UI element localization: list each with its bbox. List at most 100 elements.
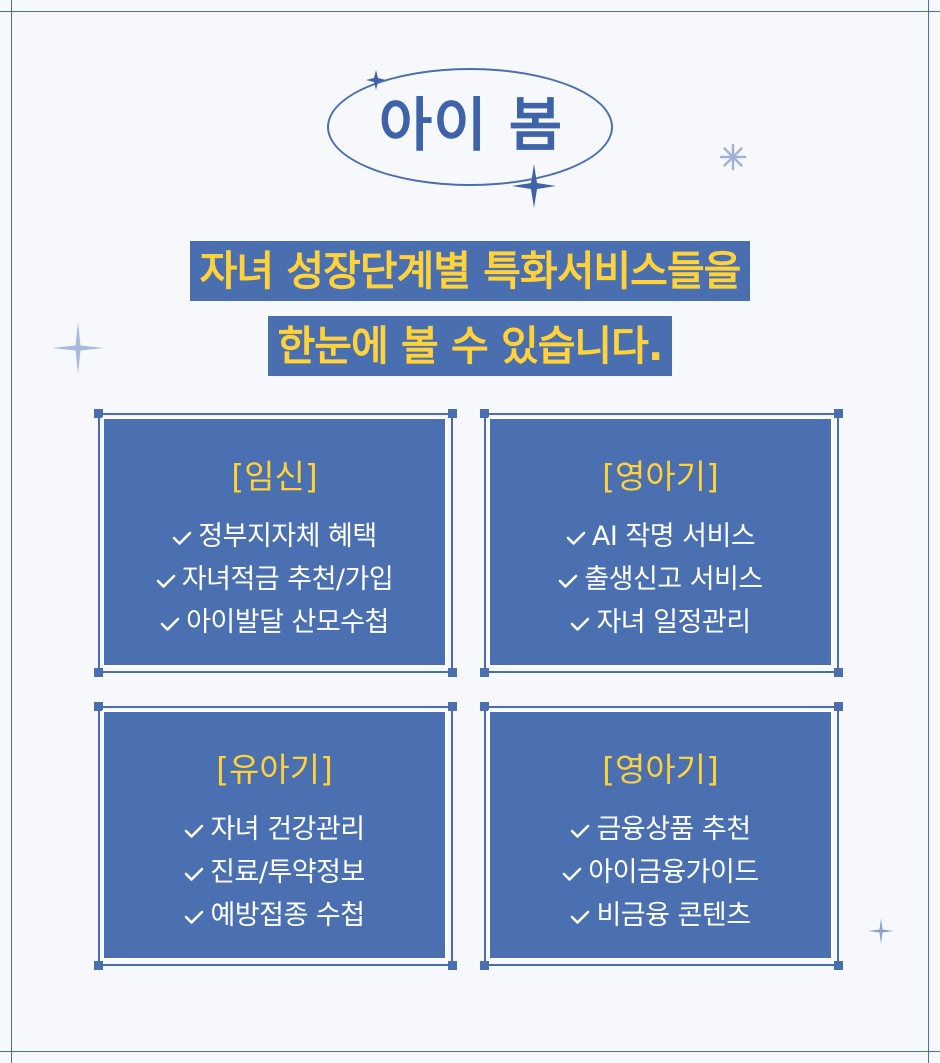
frame-line-bottom (0, 1051, 940, 1052)
corner-square (448, 702, 457, 711)
service-card-toddler: [유아기] 자녀 건강관리 진료/투약정보 예방접종 수첩 (94, 702, 457, 970)
frame-line-top (0, 11, 940, 12)
corner-square (94, 409, 103, 418)
checkmark-icon (562, 867, 582, 881)
service-card-pregnancy: [임신] 정부지자체 혜택 자녀적금 추천/가입 아이발달 산모수첩 (94, 409, 457, 677)
card-item: 자녀적금 추천/가입 (104, 558, 445, 601)
card-border-top (98, 413, 453, 415)
page-title: 아이 봄 (378, 91, 564, 159)
card-item: AI 작명 서비스 (490, 515, 831, 558)
frame-line-right (928, 0, 929, 1063)
corner-square (834, 409, 843, 418)
card-item-label: 진료/투약정보 (210, 857, 365, 888)
checkmark-icon (156, 574, 176, 588)
headline-text-1: 자녀 성장단계별 특화서비스들을 (189, 241, 751, 301)
card-item-label: 비금융 콘텐츠 (596, 900, 751, 931)
corner-square (448, 668, 457, 677)
card-item-label: 자녀 일정관리 (596, 607, 751, 638)
checkmark-icon (571, 617, 590, 631)
card-item: 자녀 일정관리 (490, 601, 831, 644)
card-item-label: 자녀 건강관리 (210, 814, 365, 845)
card-title: [유아기] (216, 750, 333, 789)
card-border-left (484, 413, 486, 673)
card-item: 출생신고 서비스 (490, 558, 831, 601)
checkmark-icon (571, 910, 590, 924)
frame-line-left (11, 0, 12, 1063)
card-panel: [영아기] AI 작명 서비스 출생신고 서비스 자녀 일정관리 (488, 417, 833, 667)
card-border-left (484, 706, 486, 966)
card-item: 진료/투약정보 (104, 851, 445, 894)
card-item: 비금융 콘텐츠 (490, 894, 831, 937)
card-item: 정부지자체 혜택 (104, 515, 445, 558)
card-border-right (451, 413, 453, 673)
card-item: 자녀 건강관리 (104, 808, 445, 851)
headline-line-2: 한눈에 볼 수 있습니다. (0, 316, 940, 376)
sparkle-icon (868, 918, 894, 944)
headline-text-2: 한눈에 볼 수 있습니다. (267, 316, 673, 376)
service-card-infant: [영아기] AI 작명 서비스 출생신고 서비스 자녀 일정관리 (480, 409, 843, 677)
checkmark-icon (571, 824, 590, 838)
card-border-bottom (484, 964, 839, 966)
card-title: [영아기] (602, 457, 719, 496)
card-item-list: AI 작명 서비스 출생신고 서비스 자녀 일정관리 (490, 515, 831, 644)
card-border-right (837, 413, 839, 673)
card-border-top (484, 706, 839, 708)
card-border-right (451, 706, 453, 966)
corner-square (834, 668, 843, 677)
corner-square (480, 409, 489, 418)
card-border-left (98, 706, 100, 966)
checkmark-icon (185, 824, 204, 838)
card-border-bottom (98, 964, 453, 966)
card-item-label: 자녀적금 추천/가입 (181, 564, 394, 595)
card-item-label: 금융상품 추천 (596, 814, 751, 845)
card-border-top (484, 413, 839, 415)
card-border-right (837, 706, 839, 966)
card-item-label: 예방접종 수첩 (210, 900, 365, 931)
card-item: 아이발달 산모수첩 (104, 601, 445, 644)
checkmark-icon (185, 910, 204, 924)
corner-square (480, 961, 489, 970)
corner-square (448, 961, 457, 970)
card-item: 예방접종 수첩 (104, 894, 445, 937)
sparkle-icon (52, 322, 104, 374)
card-title: [임신] (231, 457, 318, 496)
card-item-label: AI 작명 서비스 (591, 521, 756, 552)
checkmark-icon (566, 531, 586, 545)
sparkle-icon (512, 164, 556, 208)
corner-square (834, 961, 843, 970)
card-item-list: 금융상품 추천 아이금융가이드 비금융 콘텐츠 (490, 808, 831, 937)
card-panel: [영아기] 금융상품 추천 아이금융가이드 비금융 콘텐츠 (488, 710, 833, 960)
title-badge: 아이 봄 (327, 62, 615, 188)
card-border-left (98, 413, 100, 673)
corner-square (94, 702, 103, 711)
card-item: 아이금융가이드 (490, 851, 831, 894)
checkmark-icon (172, 531, 192, 545)
corner-square (480, 702, 489, 711)
checkmark-icon (184, 867, 204, 881)
card-item: 금융상품 추천 (490, 808, 831, 851)
card-item-list: 자녀 건강관리 진료/투약정보 예방접종 수첩 (104, 808, 445, 937)
corner-square (94, 961, 103, 970)
card-border-top (98, 706, 453, 708)
checkmark-icon (558, 574, 578, 588)
checkmark-icon (160, 617, 180, 631)
sparkle-icon (366, 70, 386, 90)
card-border-bottom (484, 671, 839, 673)
service-card-finance: [영아기] 금융상품 추천 아이금융가이드 비금융 콘텐츠 (480, 702, 843, 970)
card-item-label: 아이금융가이드 (588, 857, 759, 888)
corner-square (94, 668, 103, 677)
card-item-label: 아이발달 산모수첩 (186, 607, 389, 638)
card-title: [영아기] (602, 750, 719, 789)
corner-square (834, 702, 843, 711)
card-item-list: 정부지자체 혜택 자녀적금 추천/가입 아이발달 산모수첩 (104, 515, 445, 644)
corner-square (448, 409, 457, 418)
asterisk-icon (719, 143, 747, 171)
corner-square (480, 668, 489, 677)
card-panel: [임신] 정부지자체 혜택 자녀적금 추천/가입 아이발달 산모수첩 (102, 417, 447, 667)
card-item-label: 출생신고 서비스 (584, 564, 763, 595)
title-ellipse (327, 68, 613, 186)
card-item-label: 정부지자체 혜택 (198, 521, 377, 552)
headline-line-1: 자녀 성장단계별 특화서비스들을 (0, 241, 940, 301)
card-panel: [유아기] 자녀 건강관리 진료/투약정보 예방접종 수첩 (102, 710, 447, 960)
card-border-bottom (98, 671, 453, 673)
